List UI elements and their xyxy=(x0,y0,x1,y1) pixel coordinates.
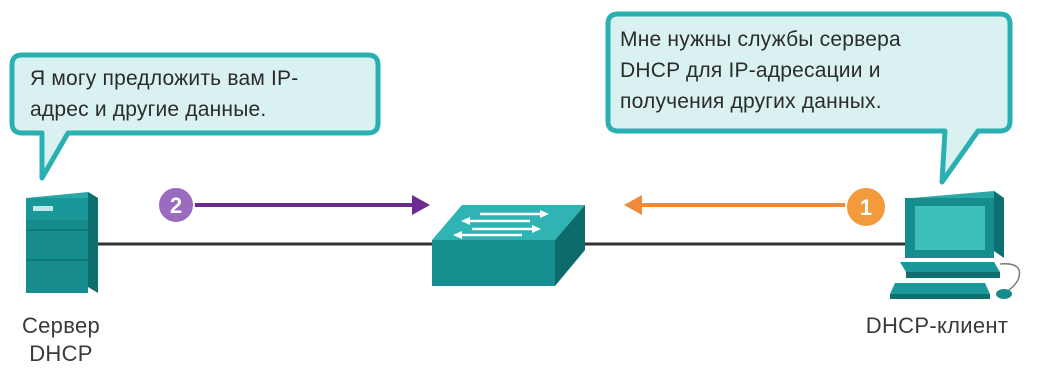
step-2-arrowhead xyxy=(412,195,430,215)
client-bubble-text: Мне нужны службы сервера DHCP для IP-адр… xyxy=(620,24,901,117)
server-caption-line-2: DHCP xyxy=(29,341,93,366)
server-bubble-text: Я могу предложить вам IP- адрес и другие… xyxy=(30,63,298,125)
network-switch-icon xyxy=(432,205,585,286)
server-caption-line-1: Сервер xyxy=(21,313,101,338)
client-bubble-line-3: получения других данных. xyxy=(620,90,882,113)
server-speech-bubble xyxy=(9,52,381,181)
server-caption: Сервер DHCP xyxy=(2,312,120,368)
server-bubble-line-1: Я могу предложить вам IP- xyxy=(30,67,299,90)
step-1-arrowhead xyxy=(624,195,642,215)
client-caption: DHCP-клиент xyxy=(842,312,1032,340)
step-2-badge-number: 2 xyxy=(170,193,182,218)
dhcp-client-computer-icon xyxy=(890,191,1021,299)
step-1-badge-number: 1 xyxy=(860,195,872,220)
client-bubble-line-2: DHCP для IP-адресации и xyxy=(620,59,881,82)
client-speech-bubble xyxy=(605,11,1013,185)
client-caption-line: DHCP-клиент xyxy=(865,313,1009,338)
client-bubble-line-1: Мне нужны службы сервера xyxy=(620,28,901,51)
step-2-badge xyxy=(157,186,195,224)
step-1-badge xyxy=(845,186,887,228)
dhcp-server-icon xyxy=(26,192,98,293)
server-bubble-line-2: адрес и другие данные. xyxy=(30,98,267,121)
